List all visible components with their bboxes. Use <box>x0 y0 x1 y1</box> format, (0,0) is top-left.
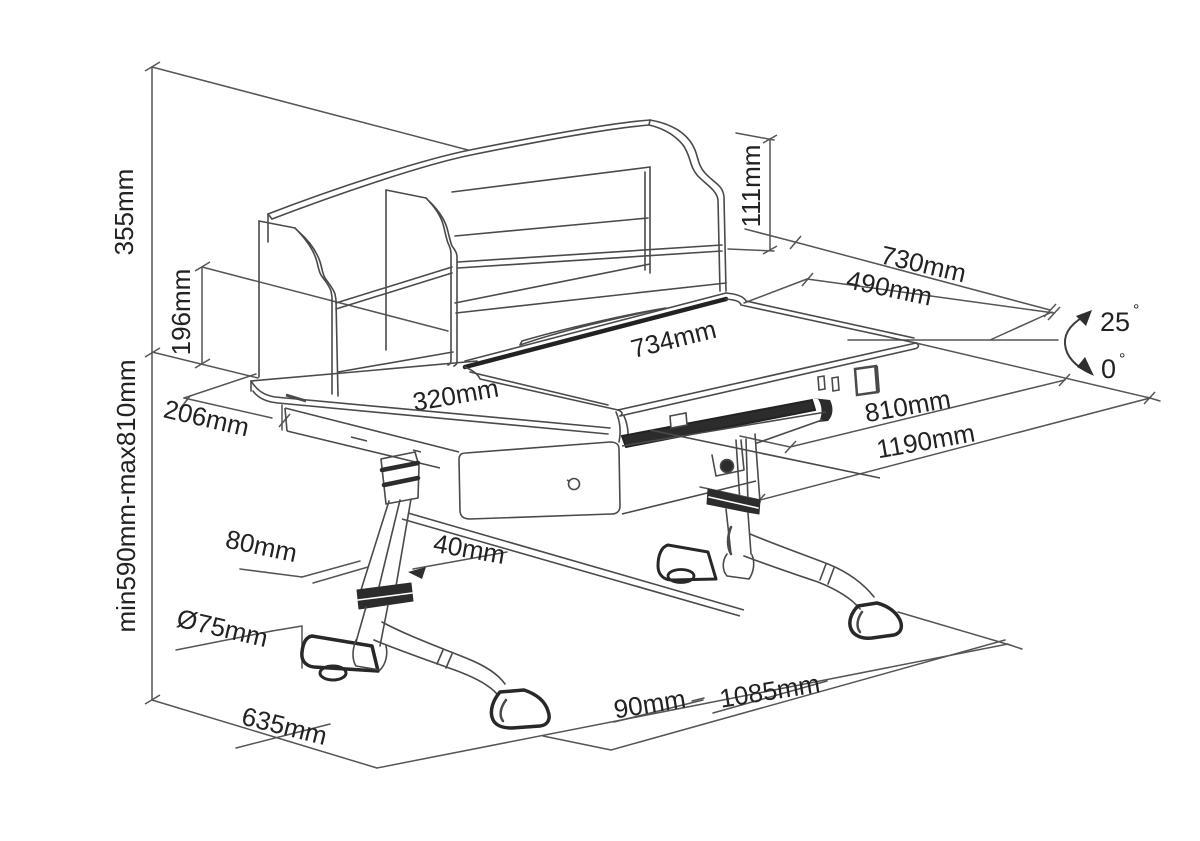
svg-text:111mm: 111mm <box>736 145 766 228</box>
svg-text:min590mm-max810mm: min590mm-max810mm <box>111 359 141 632</box>
svg-text:25: 25 <box>1100 307 1130 337</box>
svg-text:0: 0 <box>1101 354 1116 384</box>
svg-text:°: ° <box>1119 351 1125 368</box>
svg-text:196mm: 196mm <box>166 269 196 356</box>
svg-text:°: ° <box>1133 302 1139 319</box>
svg-text:355mm: 355mm <box>109 169 139 256</box>
